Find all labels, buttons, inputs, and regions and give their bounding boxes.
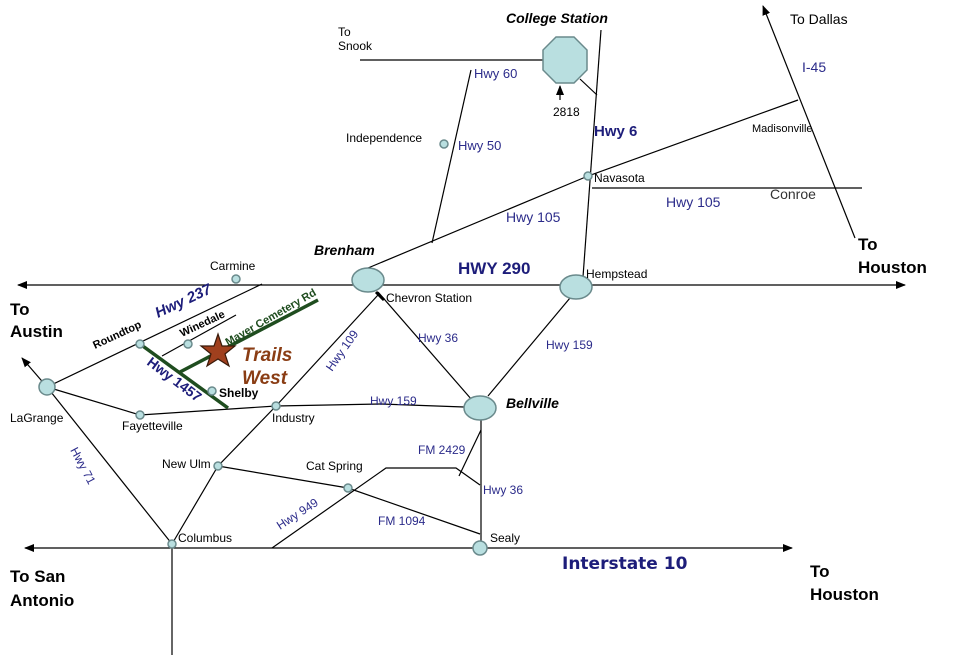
roads <box>17 5 906 655</box>
labels: College Station To Snook Hwy 60 2818 Ind… <box>10 10 927 610</box>
label-bellville: Bellville <box>506 395 559 411</box>
label-to-austin-1: To <box>10 300 30 319</box>
fayetteville-marker[interactable] <box>135 410 145 420</box>
hwy-159-road-north <box>487 297 571 397</box>
label-trails: Trails <box>242 345 292 366</box>
label-new-ulm: New Ulm <box>162 457 211 471</box>
hwy-109-road <box>171 294 379 545</box>
label-shelby: Shelby <box>219 386 259 400</box>
columbus-marker[interactable] <box>167 539 177 549</box>
label-hwy-36-south: Hwy 36 <box>483 483 523 497</box>
label-hwy-105-east: Hwy 105 <box>666 194 721 210</box>
label-fm-2429: FM 2429 <box>418 443 466 457</box>
label-lagrange: LaGrange <box>10 411 64 425</box>
label-carmine: Carmine <box>210 259 256 273</box>
shelby-marker[interactable] <box>207 386 217 396</box>
label-navasota: Navasota <box>594 171 645 185</box>
hwy-36-road <box>377 291 473 401</box>
hwy-60-road <box>431 69 472 244</box>
label-interstate-10: Interstate 10 <box>562 554 688 574</box>
label-to-san-antonio-2: Antonio <box>10 591 74 610</box>
carmine-marker[interactable] <box>231 274 241 284</box>
label-to-snook-2: Snook <box>338 39 373 53</box>
label-to-snook-1: To <box>338 25 351 39</box>
label-hwy-71: Hwy 71 <box>67 445 98 487</box>
new-ulm-marker[interactable] <box>213 461 223 471</box>
label-fayetteville: Fayetteville <box>122 419 183 433</box>
label-madisonville: Madisonville <box>752 123 813 135</box>
sealy-marker[interactable] <box>472 540 488 556</box>
label-hwy-159-north: Hwy 159 <box>546 338 593 352</box>
fm-2429-road <box>458 429 482 477</box>
mayer-cemetery-road <box>179 298 319 374</box>
hwy-6-road <box>582 29 602 278</box>
hwy-159-road-west <box>275 403 465 408</box>
label-hwy-290: HWY 290 <box>458 259 530 278</box>
label-fm-1094: FM 1094 <box>378 514 426 528</box>
label-west: West <box>242 368 288 389</box>
label-to-houston-north-2: Houston <box>858 258 927 277</box>
label-to-austin-2: Austin <box>10 322 63 341</box>
label-conroe: Conroe <box>770 186 816 202</box>
college-station-marker[interactable] <box>542 36 588 84</box>
label-sealy: Sealy <box>490 531 520 545</box>
label-hwy-50: Hwy 50 <box>458 138 501 153</box>
label-hwy-159-west: Hwy 159 <box>370 394 417 408</box>
label-independence: Independence <box>346 131 422 145</box>
label-to-houston-south-1: To <box>810 562 830 581</box>
hwy-71-road <box>46 386 173 545</box>
label-hwy-1457: Hwy 1457 <box>144 354 205 405</box>
label-hwy-6: Hwy 6 <box>594 123 637 140</box>
winedale-marker[interactable] <box>183 339 193 349</box>
label-industry: Industry <box>272 411 315 425</box>
label-roundtop: Roundtop <box>91 319 143 352</box>
label-hwy-60: Hwy 60 <box>474 66 517 81</box>
label-cat-spring: Cat Spring <box>306 459 363 473</box>
hwy-949-road <box>271 467 481 549</box>
hwy-237-road <box>46 283 263 388</box>
label-to-dallas: To Dallas <box>790 11 848 27</box>
label-to-houston-south-2: Houston <box>810 585 879 604</box>
towns <box>38 36 593 556</box>
label-hwy-949: Hwy 949 <box>274 495 321 532</box>
roundtop-marker[interactable] <box>135 339 145 349</box>
label-to-san-antonio-1: To San <box>10 567 65 586</box>
label-hempstead: Hempstead <box>586 267 647 281</box>
navasota-marker[interactable] <box>583 171 593 181</box>
chevron-road <box>374 290 386 302</box>
lagrange-marker[interactable] <box>38 378 56 396</box>
industry-marker[interactable] <box>271 401 281 411</box>
label-college-station: College Station <box>506 10 608 26</box>
fm-1094-road <box>217 465 481 535</box>
label-to-houston-north-1: To <box>858 235 878 254</box>
brenham-marker[interactable] <box>351 267 385 293</box>
label-2818: 2818 <box>553 105 580 119</box>
hwy-1457-road <box>138 342 230 410</box>
cs-connector <box>579 78 598 96</box>
independence-marker[interactable] <box>439 139 449 149</box>
label-columbus: Columbus <box>178 531 232 545</box>
i45-road <box>762 5 856 239</box>
label-i45: I-45 <box>802 59 826 75</box>
hempstead-marker[interactable] <box>559 274 593 300</box>
winedale-road <box>161 314 237 357</box>
label-hwy-36-north: Hwy 36 <box>418 331 458 345</box>
label-chevron: Chevron Station <box>386 291 472 305</box>
bellville-marker[interactable] <box>463 395 497 421</box>
label-hwy-105-west: Hwy 105 <box>506 209 561 225</box>
trails-west-star-icon[interactable] <box>199 332 237 368</box>
cat-spring-marker[interactable] <box>343 483 353 493</box>
label-brenham: Brenham <box>314 242 375 258</box>
